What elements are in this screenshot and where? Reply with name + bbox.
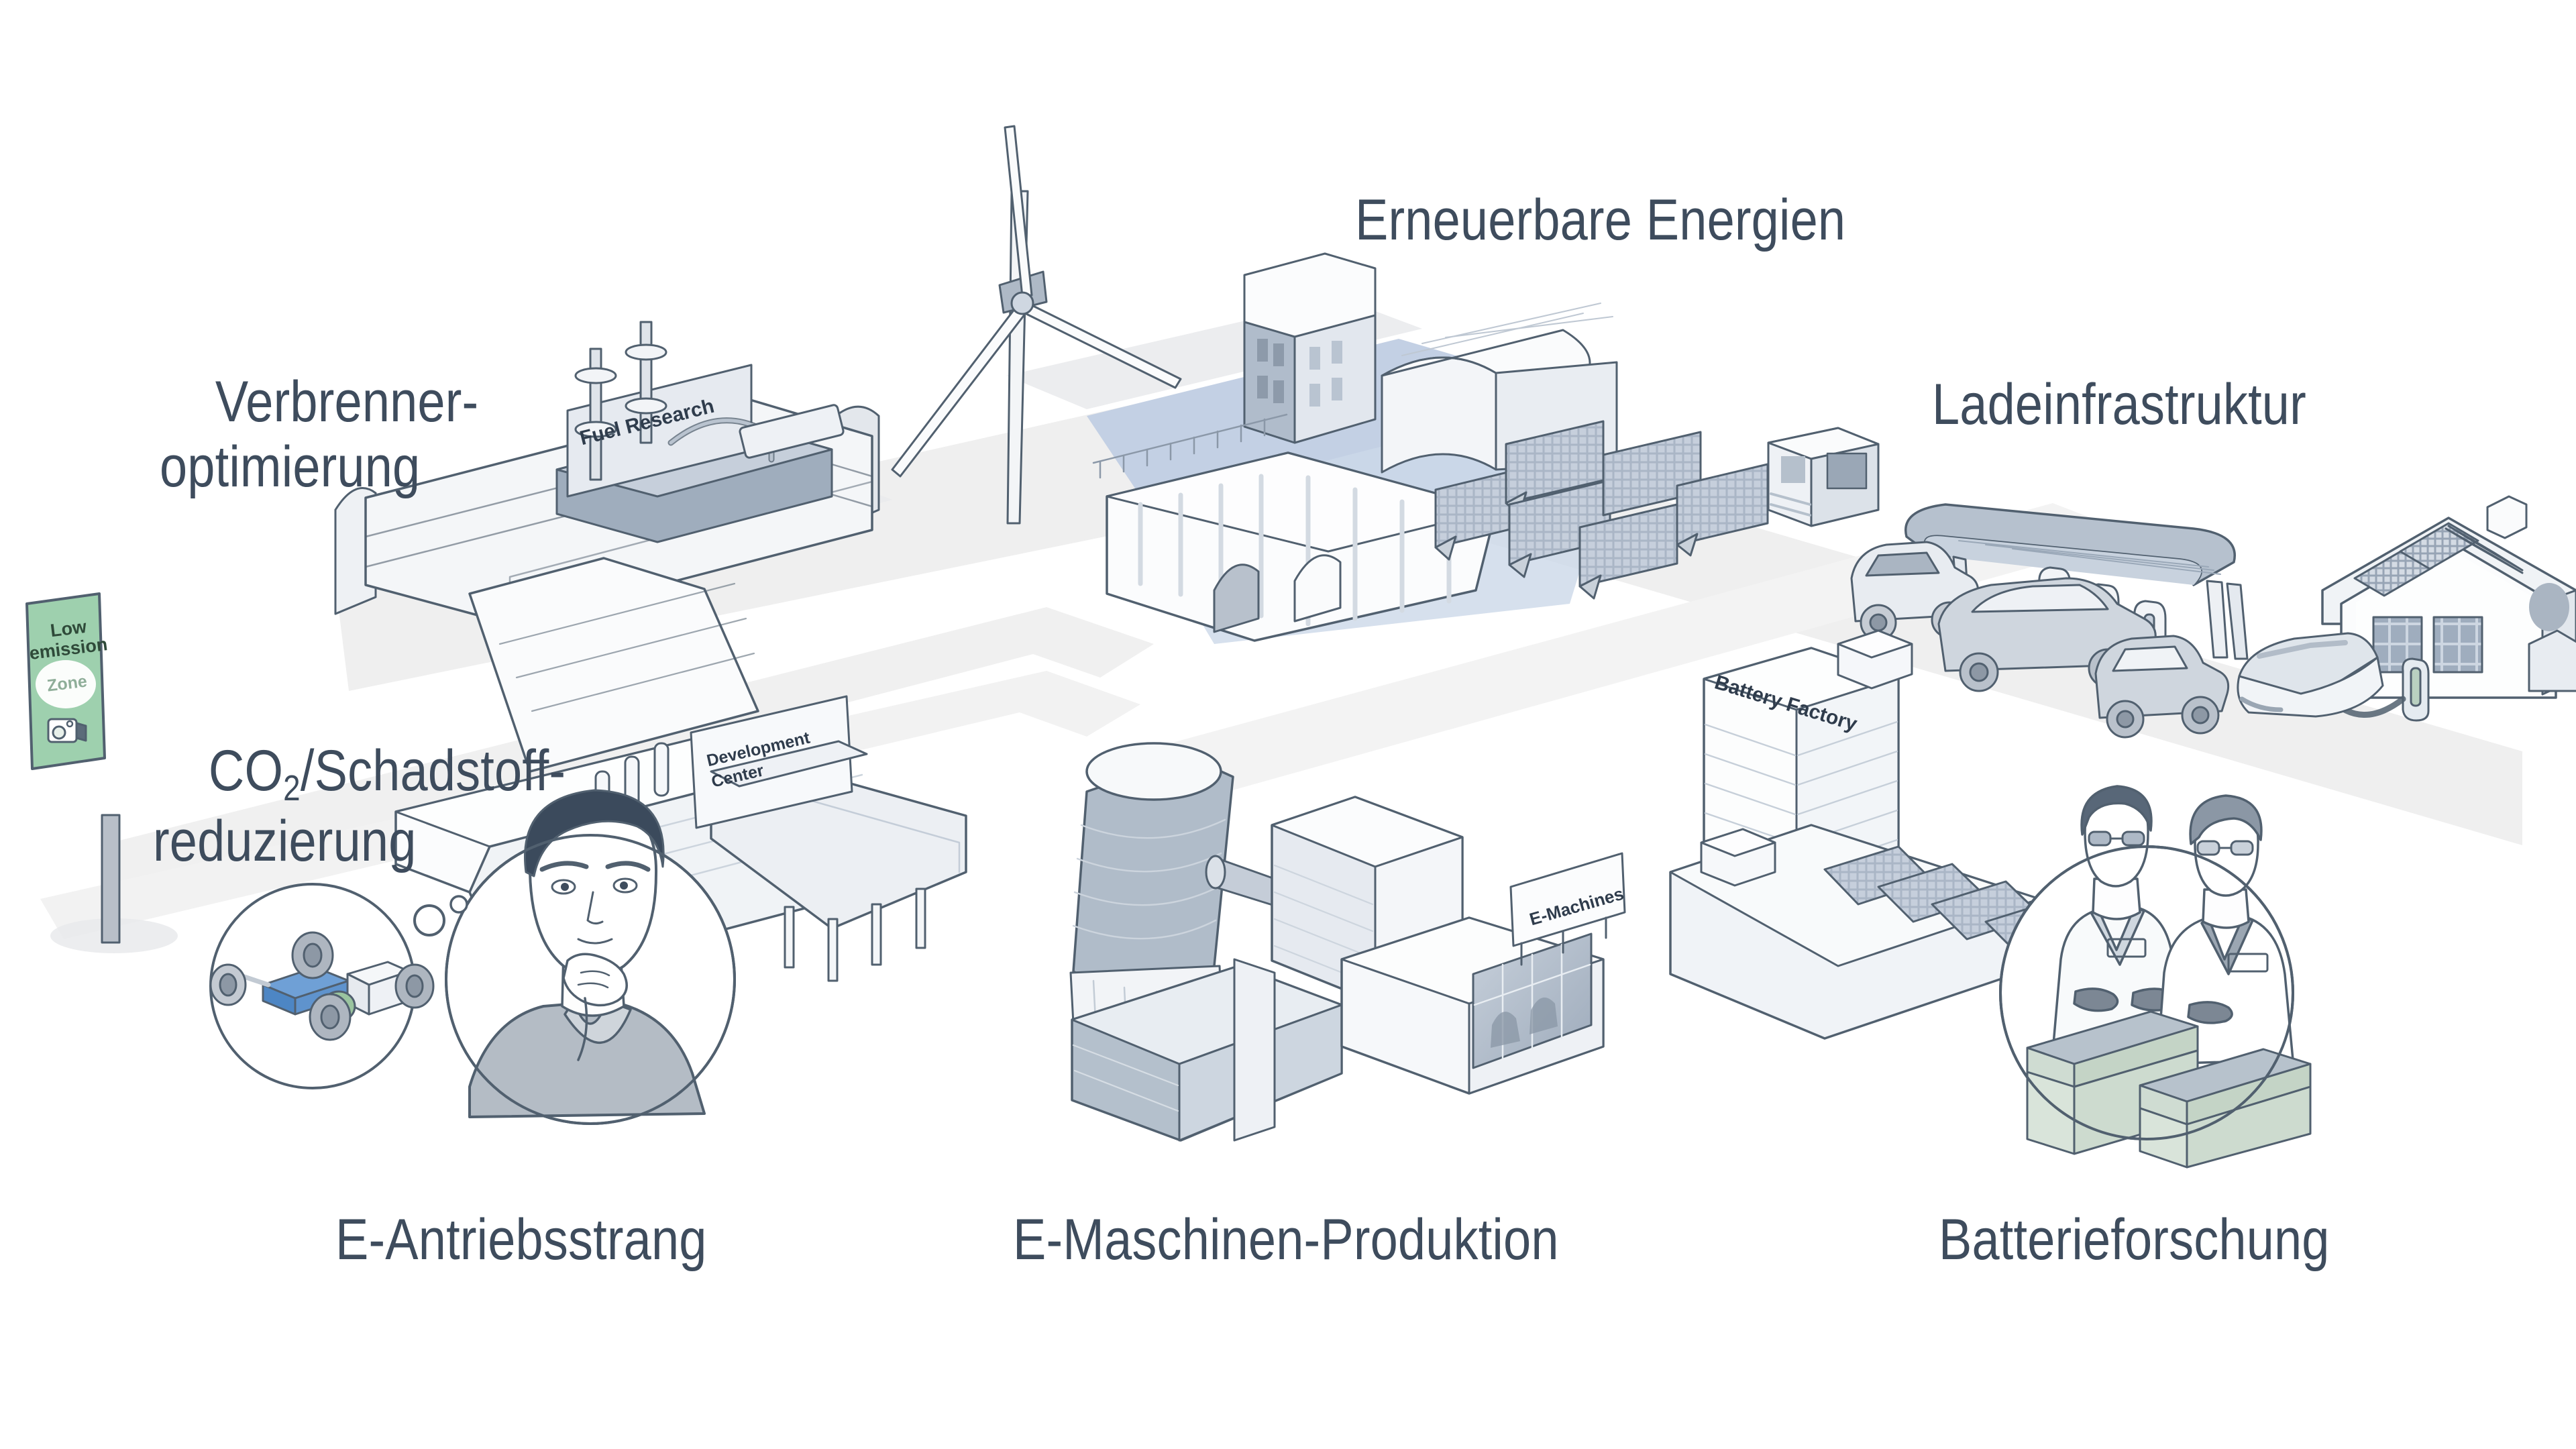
inverter-box [1767, 427, 1880, 527]
e-machines-production [1069, 742, 1626, 1142]
parked-car [2094, 635, 2230, 739]
solar-panel-array [1434, 420, 1880, 600]
thought-bubble-chassis [209, 883, 468, 1089]
label-e-maschinen-produktion: E-Maschinen-Produktion [1013, 1208, 1559, 1272]
solar-house [2237, 495, 2576, 722]
engineer-portrait [445, 789, 736, 1125]
label-e-antriebsstrang: E-Antriebsstrang [335, 1208, 707, 1272]
charging-car [2237, 632, 2384, 718]
charging-station [1850, 503, 2249, 739]
label-verbrenner-optimierung: Verbrenner-optimierung [160, 370, 479, 499]
label-ladeinfrastruktur: Ladeinfrastruktur [1932, 372, 2306, 437]
wallbox-charger [2326, 657, 2430, 722]
battery-lab-portrait [1999, 785, 2312, 1169]
refinery-building [334, 321, 880, 773]
label-batterieforschung: Batterieforschung [1939, 1208, 2330, 1272]
wind-turbine [891, 125, 1182, 525]
battery-factory [1669, 629, 2096, 1040]
label-co2-schadstoffreduzierung: CO2/Schadstoff-reduzierung [153, 739, 566, 873]
parked-car [1850, 541, 1980, 641]
label-erneuerbare-energien: Erneuerbare Energien [1355, 188, 1846, 252]
low-emission-sign [25, 592, 121, 944]
